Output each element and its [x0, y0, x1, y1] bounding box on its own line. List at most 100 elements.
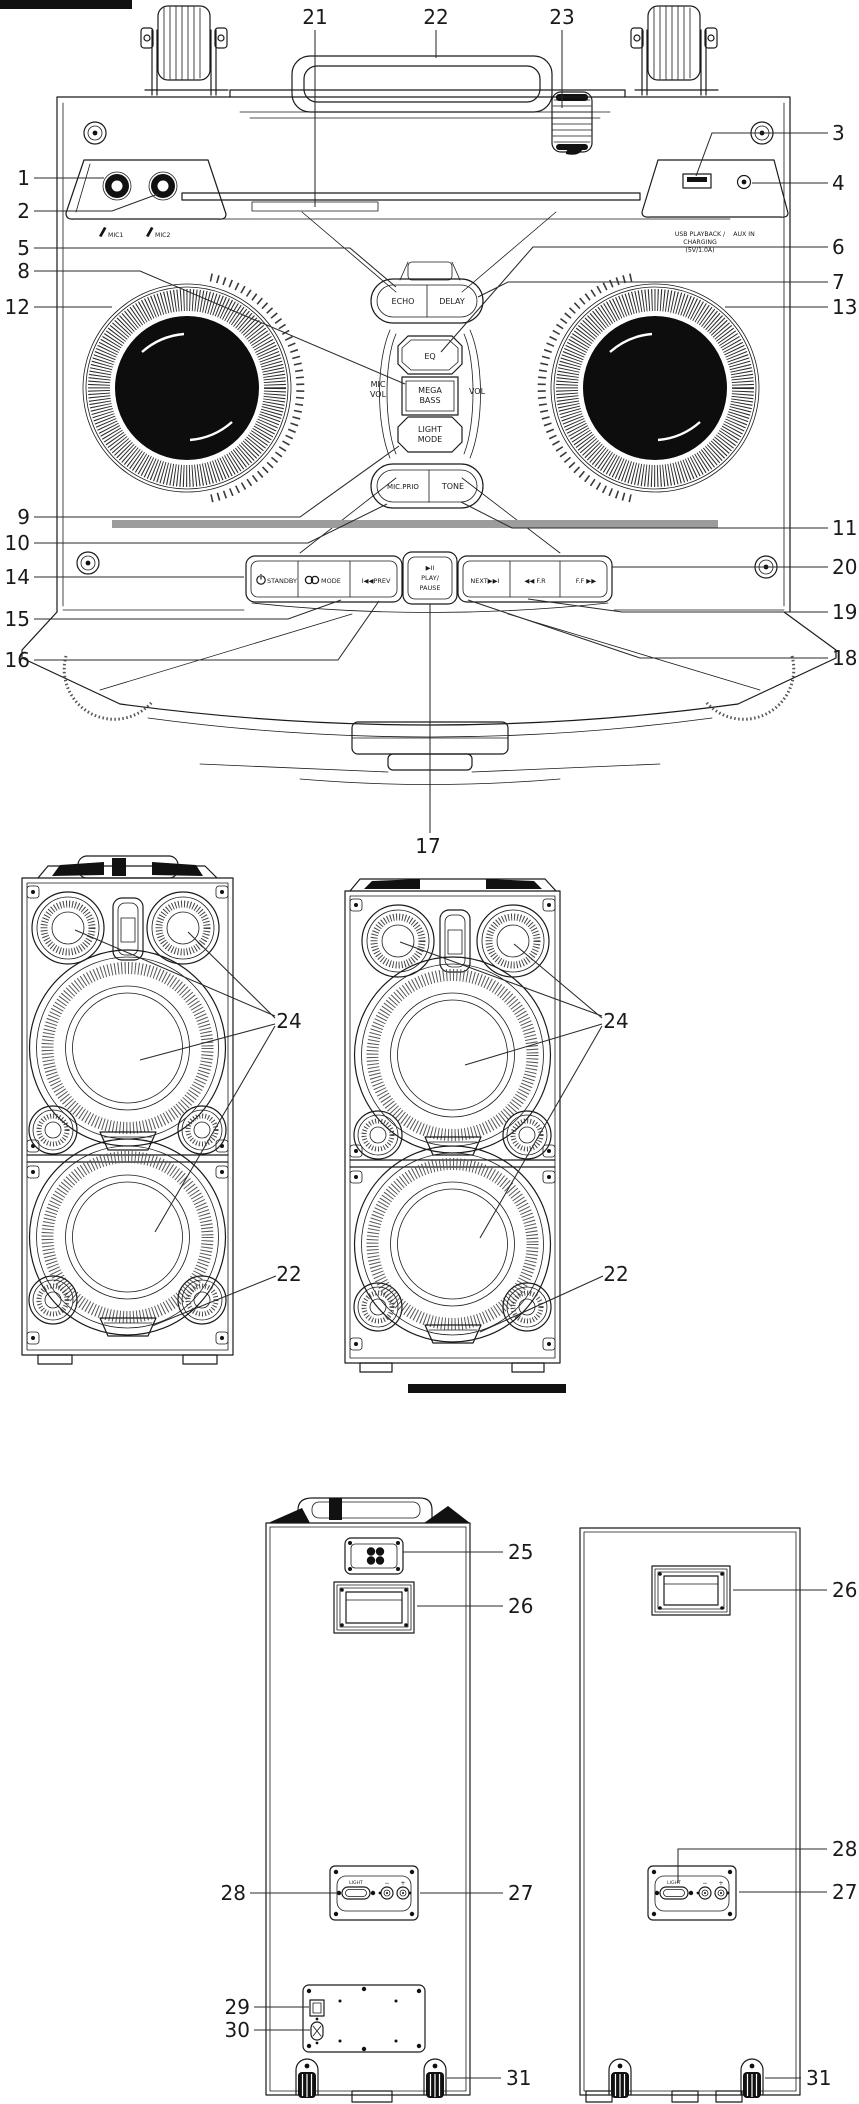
woofer-lower: [353, 1145, 552, 1343]
handle-scoop: [99, 1131, 157, 1151]
callout-13: 13: [832, 295, 857, 319]
tweeter: [31, 891, 105, 965]
play-pause-button: ▶II PLAY/ PAUSE: [402, 551, 458, 605]
callout-10: 10: [5, 531, 30, 555]
tower-front-right: [344, 878, 561, 1373]
cabinet-body: [56, 96, 791, 613]
mic-prio-button: MIC.PRIO: [387, 483, 419, 491]
callout-28-right: 28: [832, 1837, 857, 1861]
binding-post: [698, 1886, 712, 1900]
rear-foot: [585, 2090, 613, 2103]
callout-1: 1: [17, 166, 30, 190]
carry-handle: [229, 55, 626, 119]
tower-foot: [511, 1362, 545, 1373]
callout-24-left: 24: [276, 1009, 301, 1033]
echo-delay-pill: ECHO DELAY: [370, 278, 484, 324]
tweeter: [146, 891, 220, 965]
light-ring: [353, 1282, 403, 1332]
callout-22-top: 22: [423, 5, 448, 29]
rear-foot: [351, 2090, 393, 2103]
callout-30: 30: [225, 2018, 250, 2042]
rear-foot: [671, 2090, 699, 2103]
usb-label-line1: USB PLAYBACK /: [675, 231, 726, 238]
woofer-lower: [28, 1138, 227, 1336]
rear-view-active: LIGHT − +: [265, 1497, 471, 2103]
callout-6: 6: [832, 235, 845, 259]
tower-foot: [37, 1354, 73, 1365]
post-plus-label: +: [718, 1880, 723, 1887]
post-plus-label: +: [400, 1880, 405, 1887]
callout-23: 23: [549, 5, 574, 29]
aux-jack: [736, 174, 752, 190]
callout-15: 15: [5, 607, 30, 631]
caster-wheel: [423, 2058, 447, 2098]
callout-24-right: 24: [603, 1009, 628, 1033]
callout-22-right-tower: 22: [603, 1262, 628, 1286]
callout-27-left: 27: [508, 1881, 533, 1905]
caster-wheel: [740, 2058, 764, 2098]
standby-button: STANDBY: [256, 574, 297, 585]
callout-8: 8: [17, 259, 30, 283]
callout-17: 17: [415, 834, 440, 858]
mode-button: MODE: [304, 575, 341, 585]
mic1-label: MIC1: [108, 232, 123, 239]
transport-bar: STANDBY MODE I◀◀PREV ▶II PLAY/ PAUSE: [245, 551, 613, 613]
caster-wheel: [295, 2058, 319, 2098]
rear-handle: [268, 1497, 470, 1524]
play-pause-line2: PAUSE: [420, 584, 441, 592]
mic-volume-knob: MIC VOL: [82, 273, 387, 503]
usb-port: [682, 173, 712, 189]
tweeter: [361, 904, 435, 978]
callout-26-right: 26: [832, 1578, 857, 1602]
callout-31-left: 31: [506, 2066, 531, 2090]
light-mode-button: LIGHT MODE: [397, 416, 463, 453]
handle-scoop: [99, 1317, 157, 1337]
light-port-label: LIGHT: [667, 1880, 681, 1886]
speaker-output-plate: [344, 1537, 404, 1575]
binding-post: [380, 1886, 394, 1900]
page-header-rule: [0, 0, 132, 9]
callout-27-right: 27: [832, 1880, 857, 1904]
mega-bass-line2: BASS: [419, 396, 440, 405]
fast-rewind-button: ◀◀ F.R: [524, 577, 546, 585]
post-minus-label: −: [384, 1880, 389, 1887]
callout-16: 16: [5, 648, 30, 672]
woofer-upper: [28, 949, 227, 1147]
power-switch: [309, 1999, 325, 2017]
callout-14: 14: [5, 565, 30, 589]
bass-port: [112, 897, 144, 961]
handle-recess: [651, 1565, 731, 1616]
callout-21: 21: [302, 5, 327, 29]
top-wheel: [551, 91, 593, 153]
next-label: NEXT▶▶I: [470, 577, 499, 585]
handle-scoop: [424, 1324, 482, 1344]
cabinet-lower: [21, 520, 837, 785]
mic1-jack: [102, 171, 132, 201]
binding-post: [714, 1886, 728, 1900]
prev-label: I◀◀PREV: [362, 577, 391, 585]
next-button: NEXT▶▶I: [470, 577, 499, 585]
volume-knob: VOL: [469, 273, 760, 503]
callouts-rear: 25 26 28 27 29 30 31 26 28 27 31: [221, 1540, 858, 2090]
callout-9: 9: [17, 505, 30, 529]
binding-post: [396, 1886, 410, 1900]
callout-20: 20: [832, 555, 857, 579]
caster-wheel: [608, 2058, 632, 2098]
callout-19: 19: [832, 600, 857, 624]
rear-foot: [715, 2090, 743, 2103]
callout-22-left-tower: 22: [276, 1262, 301, 1286]
center-console: ECHO DELAY EQ MEGA BASS LIGHT MODE: [370, 261, 484, 509]
callout-18: 18: [832, 646, 857, 670]
callout-12: 12: [5, 295, 30, 319]
light-port-label: LIGHT: [349, 1880, 363, 1886]
aux-label: AUX IN: [733, 231, 755, 238]
fr-label: ◀◀ F.R: [524, 577, 546, 585]
callout-11: 11: [832, 516, 857, 540]
power-plate: [302, 1984, 426, 2053]
light-link-plate: LIGHT − +: [329, 1865, 419, 1921]
light-mode-line1: LIGHT: [418, 425, 442, 434]
mic-vol-label-line2: VOL: [370, 390, 387, 399]
light-mode-line2: MODE: [418, 435, 442, 444]
callout-7: 7: [832, 270, 845, 294]
